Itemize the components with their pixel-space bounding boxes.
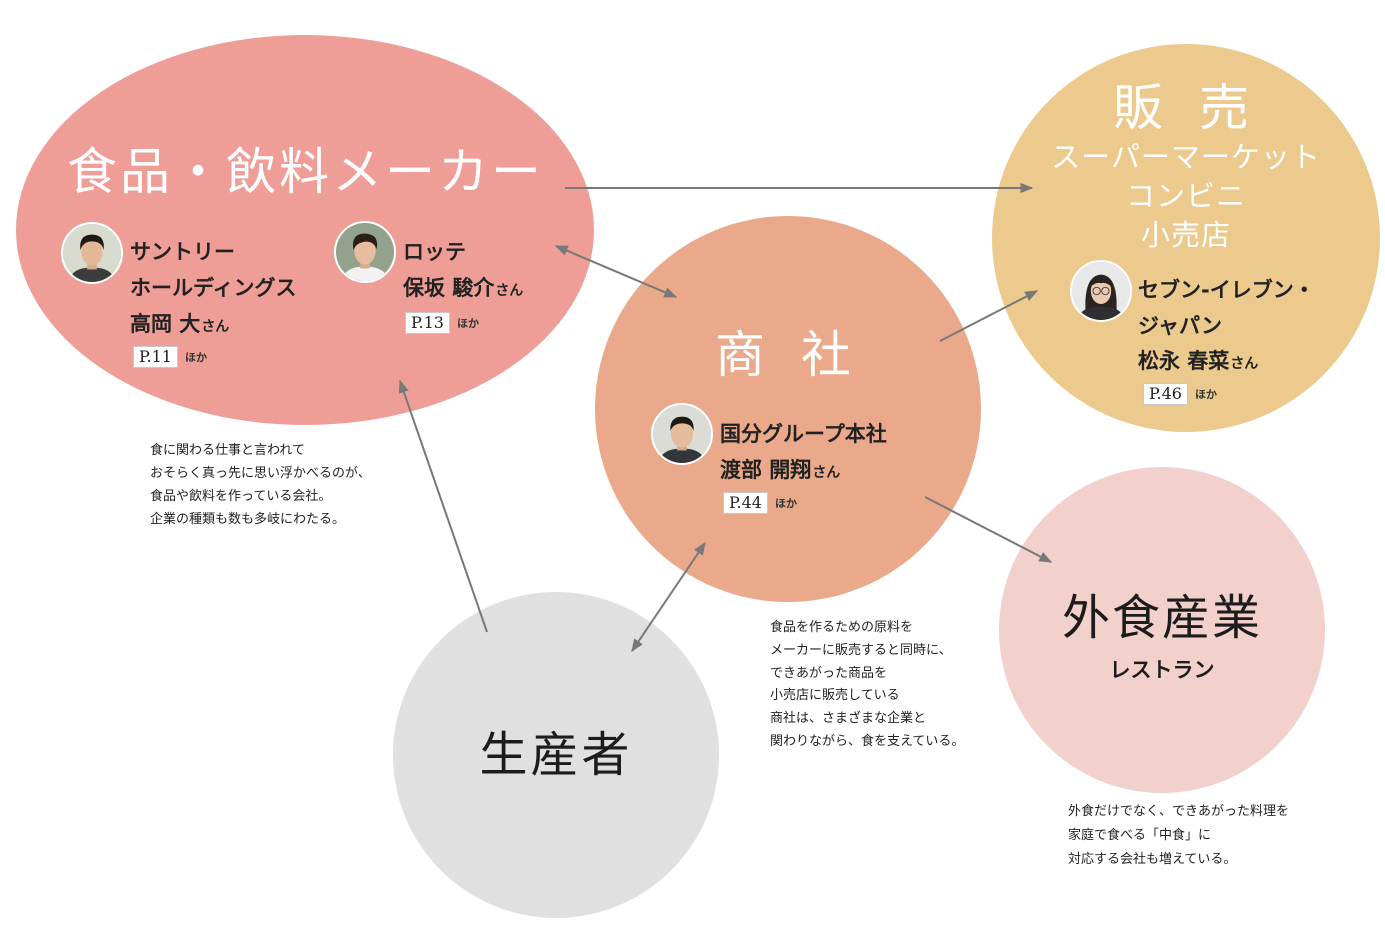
company-name: ロッテ (403, 240, 466, 264)
person-watanabe: 国分グループ本社 渡部 開翔さん (720, 416, 887, 491)
portrait-photo (1072, 262, 1130, 320)
honorific: さん (812, 465, 841, 481)
face (354, 237, 376, 265)
hair (670, 416, 694, 432)
description-line: 小売店に販売している (770, 688, 900, 704)
person-name: 保坂 駿介 (403, 276, 495, 300)
person-name-line: 保坂 駿介さん (403, 270, 523, 309)
producer-title: 生産者 (479, 727, 633, 783)
page-reference: P.46 ほか (1143, 383, 1217, 405)
page-reference: P.13 ほか (405, 312, 479, 334)
foodservice-circle (999, 467, 1325, 793)
face (670, 420, 694, 448)
company-name: ホールディングス (130, 276, 297, 300)
retail-subtitle: スーパーマーケット (1051, 140, 1321, 174)
avatar-matsunaga (1070, 260, 1132, 322)
retail-subtitles: スーパーマーケット コンビニ 小売店 (992, 138, 1380, 255)
trading-circle (595, 216, 981, 602)
description-line: 対応する会社も増えている。 (1068, 852, 1237, 867)
description-line: 食品を作るための原料を (770, 620, 914, 635)
arrow-producer-trading (631, 541, 706, 653)
person-name: 高岡 大 (130, 312, 201, 336)
person-hosaka: ロッテ 保坂 駿介さん (403, 234, 523, 309)
description-line: メーカーに販売すると同時に、 (770, 642, 952, 658)
honorific: さん (1230, 356, 1259, 372)
avatar-hosaka (334, 221, 396, 283)
description-line: 関わりながら、食を支えている。 (770, 733, 965, 749)
person-name-line: 松永 春菜さん (1138, 344, 1315, 383)
person-matsunaga: セブン-イレブン・ ジャパン 松永 春菜さん (1138, 273, 1315, 383)
glasses-right (1101, 286, 1110, 296)
person-name: 渡部 開翔 (720, 458, 812, 482)
retail-subtitle: コンビニ (1125, 179, 1246, 213)
description-line: おそらく真っ先に思い浮かべるのが、 (150, 466, 371, 481)
trading-title: 商 社 (715, 326, 861, 384)
portrait-photo (63, 224, 121, 282)
description-line: 商社は、さまざまな企業と (770, 711, 927, 727)
maker-title: 食品・飲料メーカー (67, 143, 544, 201)
arrow-trading-to-retail (939, 290, 1039, 342)
company-name: セブン-イレブン・ (1138, 278, 1315, 302)
foodservice-description: 外食だけでなく、できあがった料理を 家庭で食べる「中食」に 対応する会社も増えて… (1068, 800, 1289, 872)
description-line: 企業の種類も数も多岐にわたる。 (150, 512, 346, 527)
producer-circle (393, 592, 719, 918)
person-takaoka: サントリー ホールディングス 高岡 大さん (130, 234, 297, 345)
avatar-watanabe (651, 403, 713, 465)
hair (80, 234, 104, 251)
shoulders (1077, 306, 1125, 320)
shoulders (658, 448, 706, 463)
page-badge: P.13 (405, 312, 450, 334)
trading-description: 食品を作るための原料を メーカーに販売すると同時に、 できあがった商品を 小売店… (770, 617, 964, 754)
face (81, 238, 103, 266)
arrow-trading-to-foodservice (924, 496, 1053, 563)
description-line: 食品や飲料を作っている会社。 (150, 489, 332, 504)
page-badge: P.44 (723, 492, 768, 514)
description-line: 家庭で食べる「中食」に (1068, 828, 1212, 843)
retail-subtitle: 小売店 (1140, 218, 1231, 252)
foodservice-title: 外食産業 (1061, 590, 1262, 646)
shoulders (68, 267, 116, 282)
page-reference: P.11 ほか (133, 346, 207, 368)
arrow-producer-to-maker (398, 379, 488, 633)
company-name: 国分グループ本社 (720, 422, 887, 446)
shoulders (341, 266, 389, 281)
person-name-line: 高岡 大さん (130, 306, 297, 345)
retail-title: 販 売 (1113, 79, 1259, 137)
honorific: さん (495, 283, 524, 299)
page-suffix: ほか (774, 497, 797, 510)
hair (352, 233, 378, 251)
company-name: ジャパン (1138, 313, 1222, 338)
glasses-left (1092, 286, 1101, 296)
page-badge: P.46 (1143, 383, 1188, 405)
page-suffix: ほか (184, 351, 207, 364)
maker-description: 食に関わる仕事と言われて おそらく真っ先に思い浮かべるのが、 食品や飲料を作って… (150, 439, 371, 531)
hair-bangs (1089, 275, 1113, 289)
description-line: できあがった商品を (770, 665, 888, 681)
company-name: サントリー (130, 240, 235, 264)
retail-circle (992, 44, 1380, 432)
portrait-photo (336, 223, 394, 281)
honorific: さん (201, 319, 230, 335)
foodservice-subtitle: レストラン (1109, 658, 1215, 682)
description-line: 外食だけでなく、できあがった料理を (1068, 804, 1290, 819)
person-name: 松永 春菜 (1138, 349, 1230, 373)
page-suffix: ほか (456, 317, 479, 330)
page-reference: P.44 ほか (723, 492, 797, 514)
portrait-photo (653, 405, 711, 463)
page-badge: P.11 (133, 346, 178, 368)
description-line: 食に関わる仕事と言われて (150, 443, 305, 458)
arrow-maker-trading (554, 245, 678, 298)
face (1090, 277, 1112, 305)
person-name-line: 渡部 開翔さん (720, 452, 887, 491)
page-suffix: ほか (1194, 388, 1217, 401)
avatar-takaoka (61, 222, 123, 284)
